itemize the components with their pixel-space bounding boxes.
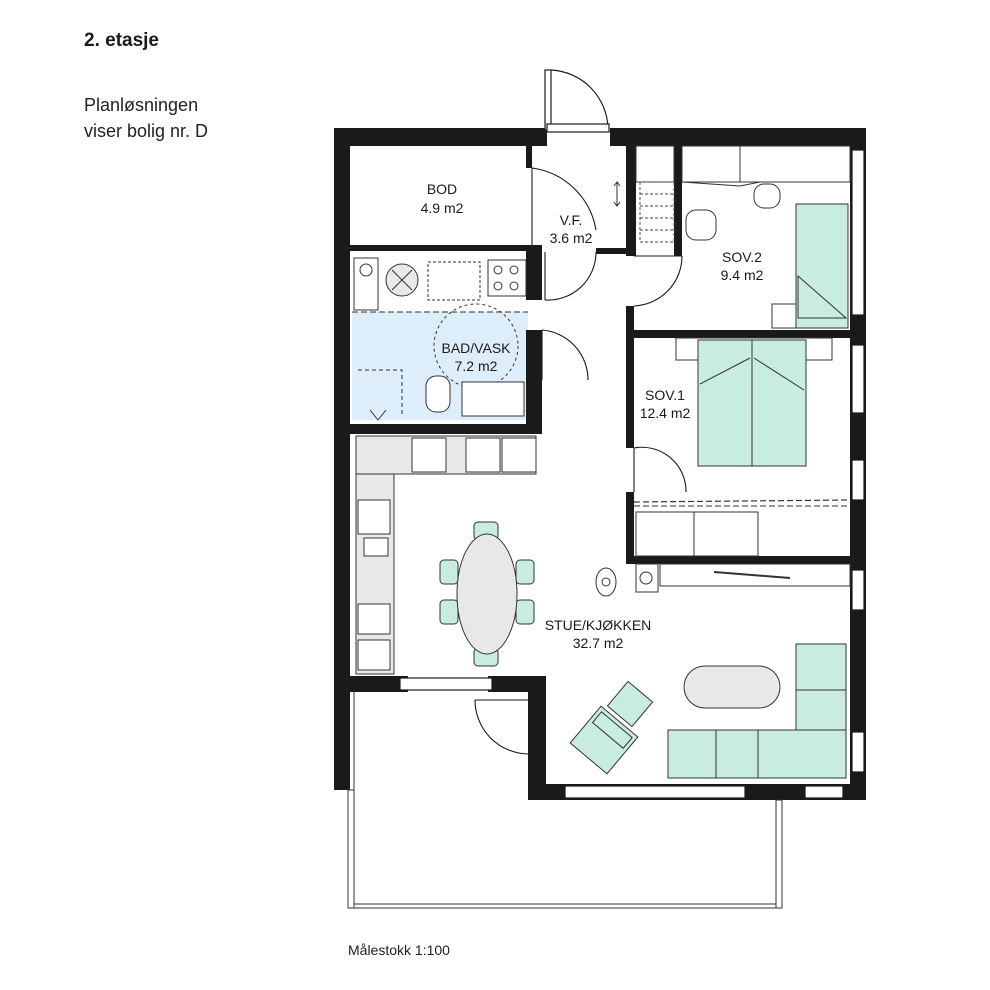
room-stue-area: 32.7 m2 bbox=[573, 635, 624, 651]
wardrobes bbox=[635, 145, 851, 593]
room-sov2-area: 9.4 m2 bbox=[721, 267, 764, 283]
room-sov2-name: SOV.2 bbox=[722, 249, 762, 265]
stove-symbol bbox=[595, 567, 617, 597]
sov1-furniture bbox=[633, 337, 851, 507]
plan-description: Planløsningen viser bolig nr. D bbox=[84, 92, 208, 144]
interior-walls bbox=[350, 146, 850, 564]
windows bbox=[399, 149, 865, 799]
room-stue-name: STUE/KJØKKEN bbox=[545, 617, 652, 633]
room-sov1-area: 12.4 m2 bbox=[640, 405, 691, 421]
sov2-furniture bbox=[685, 183, 849, 329]
door-swings bbox=[474, 167, 687, 755]
floor-title: 2. etasje bbox=[84, 30, 159, 51]
description-line-2: viser bolig nr. D bbox=[84, 121, 209, 141]
entrance-door bbox=[544, 69, 610, 133]
description-line-1: Planløsningen bbox=[84, 95, 199, 115]
room-bad-name: BAD/VASK bbox=[442, 340, 512, 356]
balcony bbox=[347, 692, 783, 909]
kitchen-counters bbox=[355, 435, 537, 675]
dining-table bbox=[439, 521, 535, 667]
stair-opening bbox=[639, 181, 675, 243]
room-sov1-name: SOV.1 bbox=[645, 387, 685, 403]
scale-label: Målestokk 1:100 bbox=[348, 942, 450, 958]
room-bad-area: 7.2 m2 bbox=[455, 358, 498, 374]
room-bod-area: 4.9 m2 bbox=[421, 200, 464, 216]
vf-arrow-icon bbox=[613, 181, 621, 207]
room-vf-name: V.F. bbox=[560, 212, 583, 228]
room-bod-name: BOD bbox=[427, 181, 457, 197]
bathroom-fixtures bbox=[352, 257, 528, 421]
living-furniture bbox=[569, 643, 847, 779]
room-vf-area: 3.6 m2 bbox=[550, 230, 593, 246]
